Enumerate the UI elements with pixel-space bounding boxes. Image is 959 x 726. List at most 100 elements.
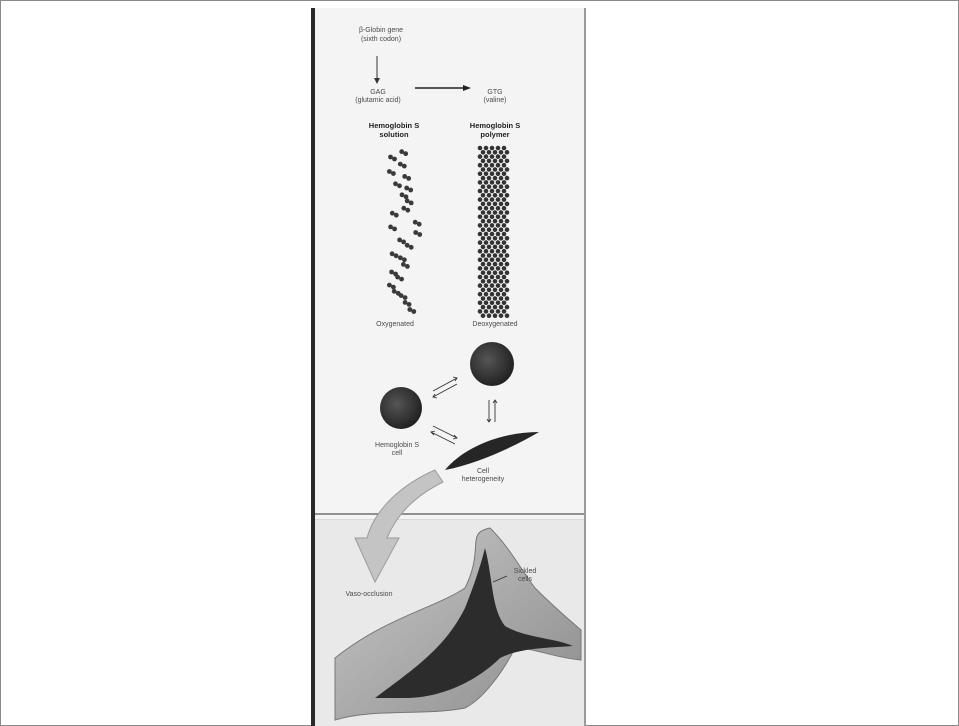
polymer-molecule bbox=[478, 180, 483, 185]
hemoglobin-molecule bbox=[411, 309, 416, 314]
polymer-molecule bbox=[499, 227, 504, 232]
polymer-molecule bbox=[487, 313, 492, 318]
polymer-title: Hemoglobin S bbox=[457, 122, 533, 130]
polymer-molecule bbox=[493, 227, 498, 232]
polymer-molecule bbox=[505, 210, 510, 215]
polymer-molecule bbox=[490, 197, 495, 202]
polymer-molecule bbox=[490, 223, 495, 228]
polymer-molecule bbox=[484, 275, 489, 280]
polymer-molecule bbox=[505, 219, 510, 224]
polymer-molecule bbox=[478, 266, 483, 271]
polymer-molecule bbox=[502, 163, 507, 168]
sickled-cell bbox=[445, 432, 539, 470]
polymer-molecule bbox=[481, 313, 486, 318]
polymer-molecule bbox=[496, 197, 501, 202]
polymer-molecule bbox=[487, 227, 492, 232]
polymer-molecule bbox=[499, 296, 504, 301]
vaso-occlusion-label: Vaso-occlusion bbox=[331, 591, 407, 599]
polymer-molecule bbox=[484, 215, 489, 220]
polymer-molecule bbox=[487, 305, 492, 310]
polymer-molecule bbox=[481, 184, 486, 189]
cell-heterogeneity-label: Cell bbox=[445, 468, 521, 476]
polymer-molecule bbox=[493, 245, 498, 250]
polymer-molecule bbox=[490, 240, 495, 245]
polymer-molecule bbox=[487, 150, 492, 155]
polymer-molecule bbox=[499, 210, 504, 215]
polymer-molecule bbox=[490, 206, 495, 211]
polymer-molecule bbox=[487, 296, 492, 301]
polymer-molecule bbox=[493, 193, 498, 198]
gene-sublabel: (sixth codon) bbox=[345, 36, 417, 44]
polymer-molecule bbox=[481, 270, 486, 275]
polymer-molecule bbox=[499, 253, 504, 258]
polymer-molecule bbox=[481, 262, 486, 267]
codon-to-sublabel: (valine) bbox=[473, 97, 517, 105]
polymer-molecule bbox=[487, 262, 492, 267]
polymer-molecule bbox=[499, 176, 504, 181]
polymer-molecule bbox=[505, 296, 510, 301]
hemoglobin-molecule bbox=[403, 295, 408, 300]
polymer-molecule bbox=[502, 283, 507, 288]
polymer-molecule bbox=[496, 240, 501, 245]
polymer-molecule bbox=[496, 275, 501, 280]
hemoglobin-molecule bbox=[408, 188, 413, 193]
polymer-molecule bbox=[487, 253, 492, 258]
polymer-molecule bbox=[478, 292, 483, 297]
polymer-molecule bbox=[505, 270, 510, 275]
polymer-molecule bbox=[487, 167, 492, 172]
polymer-molecule bbox=[490, 266, 495, 271]
polymer-molecule bbox=[499, 313, 504, 318]
polymer-molecule bbox=[490, 258, 495, 263]
polymer-molecule bbox=[493, 270, 498, 275]
polymer-molecule bbox=[502, 240, 507, 245]
polymer-molecule bbox=[484, 163, 489, 168]
hemoglobin-molecule bbox=[405, 208, 410, 213]
polymer-molecule bbox=[499, 288, 504, 293]
polymer-molecule bbox=[490, 283, 495, 288]
polymer-molecule bbox=[502, 232, 507, 237]
polymer-molecule bbox=[499, 279, 504, 284]
polymer-molecule bbox=[499, 184, 504, 189]
polymer-molecule bbox=[487, 176, 492, 181]
hemoglobin-molecule bbox=[399, 277, 404, 282]
polymer-molecule bbox=[493, 176, 498, 181]
polymer-molecule bbox=[502, 292, 507, 297]
sickle-cell-diagram-slide: β-Globin gene (sixth codon) GAG (glutami… bbox=[311, 8, 586, 726]
polymer-molecule bbox=[481, 253, 486, 258]
polymer-molecule bbox=[487, 193, 492, 198]
oxygenated-label: Oxygenated bbox=[365, 321, 425, 329]
polymer-molecule bbox=[505, 193, 510, 198]
polymer-molecule bbox=[496, 232, 501, 237]
polymer-molecule bbox=[505, 245, 510, 250]
polymer-molecule bbox=[487, 236, 492, 241]
hemoglobin-molecule bbox=[394, 213, 399, 218]
polymer-molecule bbox=[496, 180, 501, 185]
polymer-molecule bbox=[502, 258, 507, 263]
hemoglobin-molecule bbox=[392, 227, 397, 232]
polymer-molecule bbox=[502, 146, 507, 151]
polymer-molecule bbox=[505, 159, 510, 164]
polymer-molecule bbox=[487, 288, 492, 293]
polymer-molecule bbox=[499, 219, 504, 224]
polymer-molecule bbox=[502, 154, 507, 159]
polymer-molecule bbox=[481, 296, 486, 301]
polymer-molecule bbox=[502, 301, 507, 306]
hemoglobin-s-cell-sublabel: cell bbox=[359, 450, 435, 458]
polymer-molecule bbox=[490, 146, 495, 151]
polymer-molecule bbox=[499, 202, 504, 207]
sickled-cells-sublabel: cells bbox=[505, 576, 545, 584]
hemoglobin-molecule bbox=[391, 285, 396, 290]
polymer-molecule bbox=[478, 163, 483, 168]
polymer-molecule bbox=[496, 189, 501, 194]
polymer-molecule bbox=[496, 309, 501, 314]
polymer-molecule bbox=[481, 150, 486, 155]
polymer-molecule bbox=[496, 258, 501, 263]
polymer-molecule bbox=[505, 288, 510, 293]
polymer-molecule bbox=[499, 270, 504, 275]
polymer-molecule bbox=[490, 275, 495, 280]
polymer-molecule bbox=[487, 245, 492, 250]
mutation-arrow-head bbox=[463, 85, 471, 91]
polymer-molecule bbox=[487, 210, 492, 215]
hemoglobin-molecule bbox=[403, 151, 408, 156]
polymer-molecule bbox=[496, 163, 501, 168]
